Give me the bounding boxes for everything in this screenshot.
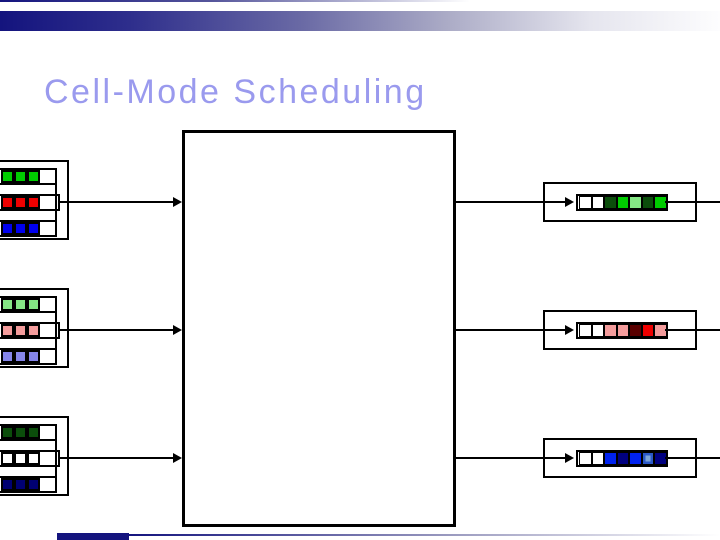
input-port-box-1 [0, 160, 69, 240]
page-title: Cell-Mode Scheduling [44, 73, 427, 111]
cell [1, 426, 14, 439]
cell [629, 324, 642, 337]
flow-line [665, 457, 720, 459]
cell [1, 298, 14, 311]
cell [14, 452, 27, 465]
cell [641, 196, 654, 209]
cell [629, 196, 642, 209]
voq-lane [0, 322, 60, 339]
top-accent-line [0, 0, 470, 2]
flow-line [665, 201, 720, 203]
input-port-box-2 [0, 288, 69, 368]
arrow-right-icon [173, 452, 182, 463]
cell [641, 452, 654, 465]
flow-line [454, 457, 567, 459]
switch-fabric-box [182, 130, 456, 527]
cell [1, 350, 14, 363]
input-port-box-3 [0, 416, 69, 496]
cell [1, 170, 14, 183]
mux-connector-line [55, 431, 57, 486]
flow-line [454, 201, 567, 203]
cell [591, 324, 604, 337]
voq-lane [0, 296, 57, 313]
cell [27, 426, 40, 439]
cell [27, 298, 40, 311]
cell [579, 324, 592, 337]
cell [14, 222, 27, 235]
voq-lane [0, 168, 57, 185]
cell [27, 196, 40, 209]
output-queue [576, 322, 668, 339]
cell [1, 478, 14, 491]
cell [14, 196, 27, 209]
output-queue [576, 194, 668, 211]
cell [616, 452, 629, 465]
voq-lane [0, 348, 57, 365]
cell [14, 298, 27, 311]
cell [604, 196, 617, 209]
cell [629, 452, 642, 465]
flow-line [58, 201, 175, 203]
arrow-right-icon [565, 452, 574, 463]
cell [1, 196, 14, 209]
cell [641, 324, 654, 337]
bottom-accent-block [57, 533, 129, 540]
cell [27, 324, 40, 337]
cell [579, 196, 592, 209]
cell [591, 452, 604, 465]
arrow-right-icon [565, 324, 574, 335]
cell [14, 170, 27, 183]
mux-connector-line [55, 175, 57, 230]
cell [1, 324, 14, 337]
cell [14, 324, 27, 337]
output-queue [576, 450, 668, 467]
cell [616, 324, 629, 337]
arrow-right-icon [565, 196, 574, 207]
cell [14, 478, 27, 491]
cell [579, 452, 592, 465]
output-port-box-1 [543, 182, 697, 222]
voq-lane [0, 194, 60, 211]
cell [27, 478, 40, 491]
cell [27, 170, 40, 183]
arrow-right-icon [173, 196, 182, 207]
voq-lane [0, 424, 57, 441]
cell [27, 350, 40, 363]
flow-line [665, 329, 720, 331]
cell [14, 426, 27, 439]
flow-line [58, 457, 175, 459]
voq-lane [0, 450, 60, 467]
voq-lane [0, 220, 57, 237]
top-gradient-bar [0, 11, 720, 31]
bottom-accent-line [129, 534, 720, 536]
voq-lane [0, 476, 57, 493]
cell [1, 452, 14, 465]
arrow-right-icon [173, 324, 182, 335]
cell [1, 222, 14, 235]
cell [604, 324, 617, 337]
cell [591, 196, 604, 209]
flow-line [454, 329, 567, 331]
cell [27, 222, 40, 235]
cell [604, 452, 617, 465]
mux-connector-line [55, 303, 57, 358]
cell [616, 196, 629, 209]
flow-line [58, 329, 175, 331]
cell [27, 452, 40, 465]
cell [14, 350, 27, 363]
